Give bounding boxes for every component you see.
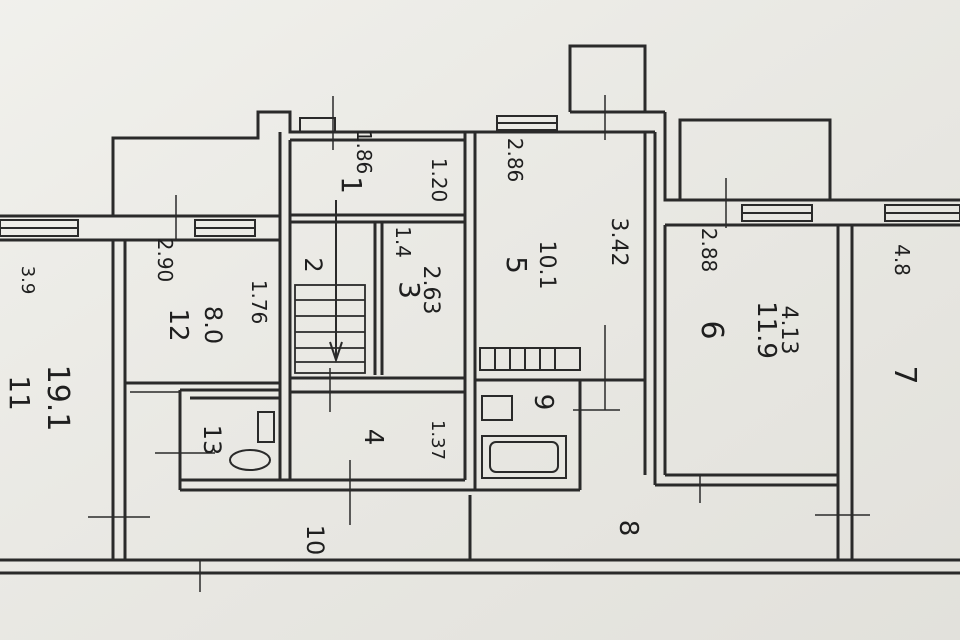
label-r2: 2 xyxy=(299,257,327,272)
label-r3-dim: 2.63 xyxy=(418,266,443,315)
label-r12-dim-a: 2.90 xyxy=(153,238,177,283)
shaft-outline xyxy=(568,44,647,112)
label-r9: 9 xyxy=(528,394,558,411)
label-r1-dim-a: 1.86 xyxy=(352,130,376,175)
label-r1: 1 xyxy=(335,176,368,194)
label-r4-dim: 1.37 xyxy=(427,420,448,460)
label-r6: 6 xyxy=(694,320,729,339)
label-r10: 10 xyxy=(301,525,329,556)
washbasin xyxy=(481,395,513,421)
label-r5-dim-a: 2.86 xyxy=(503,138,527,183)
balcony-right-outline xyxy=(663,112,832,202)
label-r6-dim-b: 4.13 xyxy=(776,306,801,355)
label-r6-area: 11.9 xyxy=(751,301,781,359)
label-r2-dim: 1.4 xyxy=(391,226,415,258)
label-r5: 5 xyxy=(500,256,533,274)
label-r7-dim: 4.8 xyxy=(890,244,914,276)
windows xyxy=(0,115,960,237)
label-r11-dim: 3.9 xyxy=(17,266,38,295)
label-r1-dim-b: 1.20 xyxy=(427,158,451,203)
labels: 11 19.1 3.9 12 8.0 2.90 1.76 13 1 1.86 1… xyxy=(3,130,922,556)
balcony-left-outline xyxy=(111,110,500,216)
label-r5-dim-b: 3.42 xyxy=(606,218,631,267)
label-r8: 8 xyxy=(613,520,643,537)
bath-fixtures xyxy=(229,347,581,479)
label-r4: 4 xyxy=(358,429,388,446)
label-r12-area: 8.0 xyxy=(199,306,227,344)
bathtub xyxy=(481,435,567,479)
label-r11: 11 xyxy=(3,375,36,411)
label-r12: 12 xyxy=(163,308,193,341)
label-r3: 3 xyxy=(393,281,426,299)
window-1 xyxy=(299,117,336,133)
label-r7: 7 xyxy=(887,365,922,384)
label-r6-dim-a: 2.88 xyxy=(697,228,721,273)
dimension-ticks xyxy=(88,95,870,592)
stairs xyxy=(294,200,366,374)
label-r13: 13 xyxy=(198,425,226,456)
toilet xyxy=(229,449,271,471)
label-r11-area: 19.1 xyxy=(40,365,75,432)
label-r12-dim-b: 1.76 xyxy=(247,280,271,325)
walls xyxy=(0,44,960,575)
label-r5-area: 10.1 xyxy=(534,241,559,290)
